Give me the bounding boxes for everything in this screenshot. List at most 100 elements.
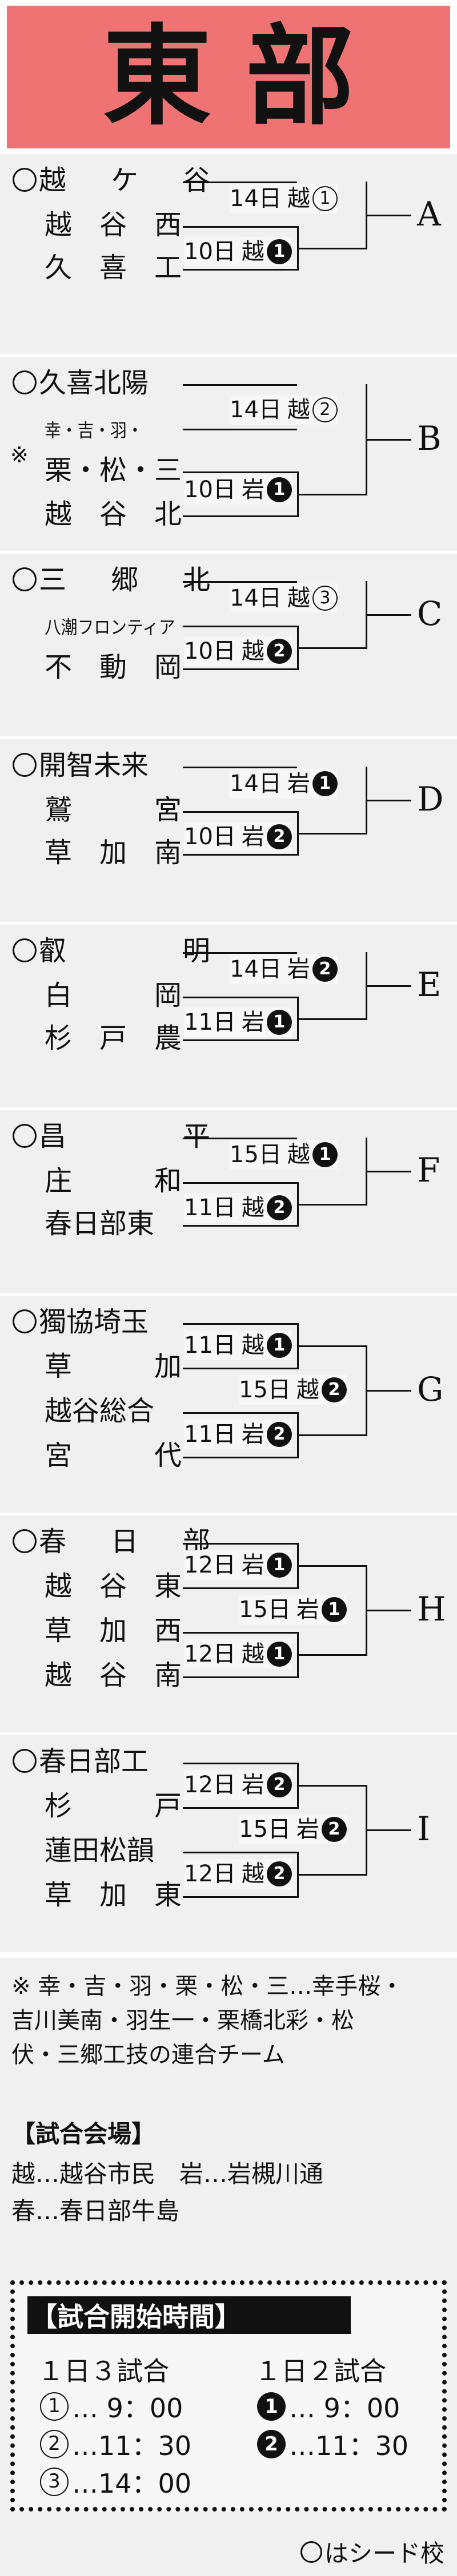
bracket-line bbox=[183, 854, 297, 856]
schedule-col2-header: １日２試合 bbox=[255, 2356, 386, 2386]
team-name: 杉戸 bbox=[45, 1792, 182, 1820]
venue-koshigaya: 越 bbox=[241, 1861, 264, 1887]
team-name-text: 草加南 bbox=[45, 837, 210, 869]
team-name-text: 久喜工 bbox=[45, 252, 210, 284]
team-name-text: 白岡 bbox=[45, 979, 264, 1011]
filled-number-icon: 1 bbox=[266, 239, 292, 264]
filled-number-icon: 1 bbox=[321, 1597, 347, 1622]
group-letter: F bbox=[417, 1151, 440, 1190]
filled-number-icon: 1 bbox=[312, 1142, 338, 1167]
venue-koshigaya: 越 bbox=[241, 239, 264, 265]
team-name: 越谷西 bbox=[45, 211, 182, 239]
team-name-text: 春日部 bbox=[39, 1526, 255, 1558]
bracket-line bbox=[183, 952, 297, 954]
venue-title: 【試合会場】 bbox=[11, 2120, 156, 2148]
group-letter: A bbox=[417, 195, 441, 233]
circled-number-icon: 3 bbox=[312, 586, 338, 611]
team-name: 宮代 bbox=[45, 1442, 182, 1469]
team-name: 越谷南 bbox=[45, 1662, 182, 1689]
footnote-line-3: 伏・三郷工技の連合チーム bbox=[11, 2042, 285, 2068]
team-name: 白岡 bbox=[45, 982, 182, 1009]
bracket-line bbox=[183, 1543, 297, 1545]
bracket-line bbox=[366, 1829, 411, 1831]
team-name: 春日部東 bbox=[45, 1210, 154, 1237]
bracket-line bbox=[297, 248, 366, 249]
bracket-line bbox=[297, 647, 366, 649]
seed-circle-icon bbox=[300, 2541, 322, 2563]
team-name: 草加東 bbox=[45, 1881, 182, 1909]
note-mark: ※ bbox=[10, 442, 29, 467]
schedule-item: 1… 9：00 bbox=[38, 2388, 183, 2425]
match-date: 12日 bbox=[184, 1861, 236, 1887]
schedule-time: … 9：00 bbox=[289, 2393, 400, 2424]
filled-number-icon: 2 bbox=[266, 1195, 292, 1220]
venue-line-1: 越…越谷市民 岩…岩槻川通 bbox=[11, 2160, 324, 2188]
filled-number-icon: 2 bbox=[266, 639, 292, 664]
circled-number-icon: 1 bbox=[40, 2392, 69, 2421]
team-name-text: 蓮田松韻 bbox=[45, 1835, 155, 1867]
match-date: 10日 bbox=[184, 477, 236, 503]
match-date: 10日 bbox=[184, 638, 236, 664]
bracket-line bbox=[297, 1785, 366, 1787]
bracket-line bbox=[366, 800, 411, 801]
schedule-col1-header: １日３試合 bbox=[38, 2356, 169, 2386]
team-name-text: 久喜北陽 bbox=[39, 367, 149, 399]
team-name-text: 越谷南 bbox=[45, 1659, 210, 1691]
match-date: 14日 bbox=[230, 186, 282, 212]
bracket-line bbox=[183, 811, 297, 813]
team-name-text: 三郷北 bbox=[39, 564, 255, 596]
team-name: 昌平 bbox=[13, 1123, 210, 1150]
filled-number-icon: 1 bbox=[266, 1010, 292, 1035]
seed-legend: はシード校 bbox=[300, 2534, 444, 2569]
schedule-time: …11：30 bbox=[289, 2430, 409, 2461]
seed-circle-icon bbox=[13, 938, 37, 962]
venue-koshigaya: 越 bbox=[241, 1641, 264, 1667]
team-name: 草加西 bbox=[45, 1617, 182, 1644]
venue-iwatsuki: 岩 bbox=[241, 1009, 264, 1035]
team-name: 八潮フロンティア bbox=[45, 611, 190, 638]
bracket-line bbox=[183, 626, 297, 627]
team-name: 三郷北 bbox=[13, 566, 210, 594]
seed-circle-icon bbox=[13, 370, 37, 394]
team-name: 越谷東 bbox=[45, 1573, 182, 1600]
team-name-text: 越谷西 bbox=[45, 209, 210, 241]
team-name: 不動岡 bbox=[45, 654, 182, 681]
team-name: 蓮田松韻 bbox=[45, 1837, 154, 1864]
match-date: 14日 bbox=[230, 956, 282, 982]
team-name-text: 春日部工 bbox=[39, 1745, 149, 1777]
venue-koshigaya: 越 bbox=[296, 1377, 319, 1403]
circled-number-icon: 2 bbox=[40, 2430, 69, 2458]
bracket-line bbox=[183, 1182, 297, 1184]
match-date: 11日 bbox=[184, 1332, 236, 1358]
bracket-line bbox=[183, 1852, 297, 1853]
team-name: 幸・吉・羽・ bbox=[45, 414, 154, 441]
bracket-line bbox=[366, 614, 411, 616]
bracket-line bbox=[366, 1610, 411, 1611]
team-name-text: 八潮フロンティア bbox=[45, 616, 175, 638]
bracket-line bbox=[183, 767, 297, 768]
bracket-line bbox=[183, 182, 297, 183]
bracket-line bbox=[183, 429, 297, 430]
group-letter: H bbox=[417, 1590, 446, 1628]
bracket-line bbox=[183, 1138, 297, 1139]
schedule-time: … 9：00 bbox=[72, 2393, 183, 2424]
team-name-text: 越谷東 bbox=[45, 1570, 210, 1602]
group-letter: B bbox=[417, 419, 442, 458]
seed-circle-icon bbox=[13, 1124, 37, 1148]
seed-circle-icon bbox=[13, 567, 37, 591]
filled-number-icon: 1 bbox=[266, 1553, 292, 1578]
match-date: 15日 bbox=[230, 1142, 282, 1168]
match-date: 12日 bbox=[184, 1552, 236, 1578]
team-name-text: 越谷北 bbox=[45, 498, 210, 530]
team-name-text: 開智未来 bbox=[39, 749, 149, 781]
